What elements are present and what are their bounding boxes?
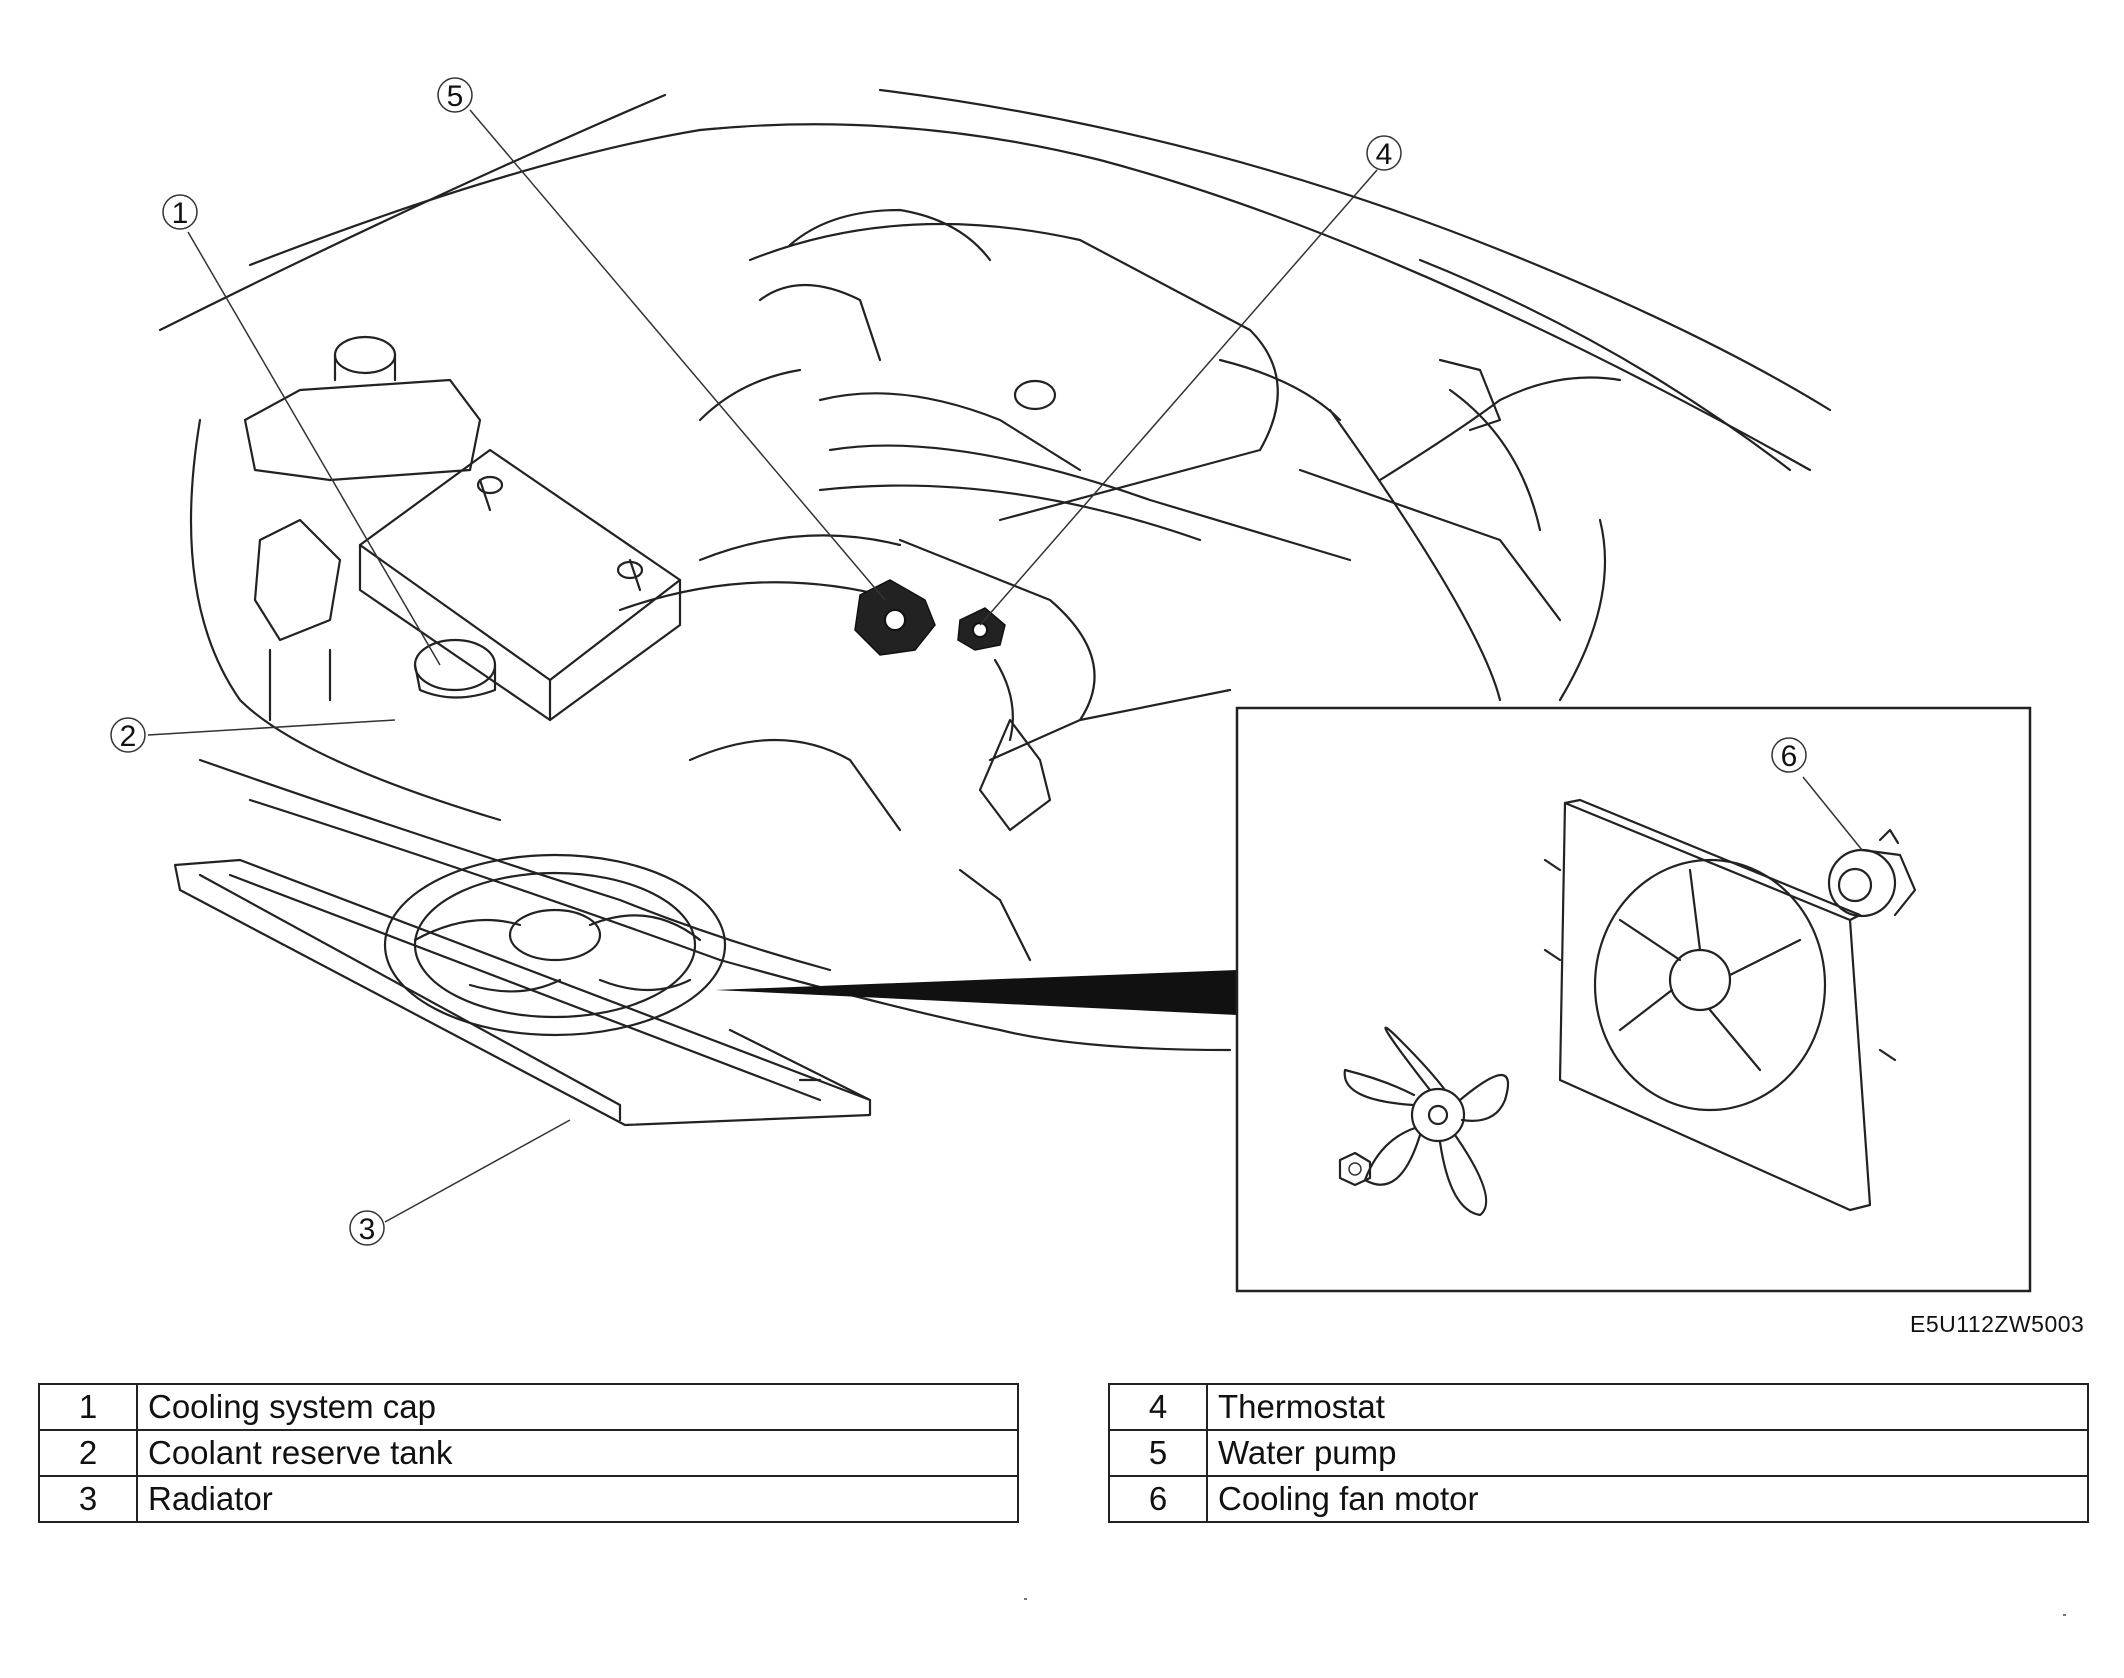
legend-label: Water pump: [1206, 1429, 2089, 1477]
legend-number: 6: [1108, 1475, 1208, 1523]
legend-number: 2: [38, 1429, 138, 1477]
callout-3: 3: [349, 1210, 385, 1246]
vehicle-body-outline: [158, 88, 1832, 1052]
legend-number: 5: [1108, 1429, 1208, 1477]
callout-4: 4: [1366, 135, 1402, 171]
legend-table-right: 4 Thermostat 5 Water pump 6 Cooling fan …: [1108, 1383, 2089, 1523]
engine-bay-diagram: 1 2 3 4 5 6: [110, 77, 2032, 1293]
figure-code: E5U112ZW5003: [1910, 1311, 2085, 1337]
thermostat-part: [957, 607, 1014, 742]
legend-row: 6 Cooling fan motor: [1108, 1475, 2089, 1523]
callout-5: 5: [437, 77, 473, 113]
scan-speck: [1024, 1598, 1027, 1600]
radiator-assembly: [173, 853, 872, 1127]
svg-text:5: 5: [447, 80, 464, 113]
svg-text:4: 4: [1376, 138, 1393, 171]
battery-and-tank-area: [243, 335, 682, 722]
legend-row: 2 Coolant reserve tank: [38, 1429, 1019, 1477]
detail-inset: [1235, 706, 2032, 1293]
legend-row: 5 Water pump: [1108, 1429, 2089, 1477]
svg-text:3: 3: [359, 1213, 376, 1246]
svg-text:1: 1: [172, 197, 189, 230]
leader-lines: [147, 109, 1863, 1223]
legend-label: Thermostat: [1206, 1383, 2089, 1431]
callout-6: 6: [1771, 737, 1807, 773]
engine-block: [618, 208, 1622, 962]
legend-number: 1: [38, 1383, 138, 1431]
callout-1: 1: [162, 194, 198, 230]
svg-text:2: 2: [120, 720, 137, 753]
legend-label: Cooling fan motor: [1206, 1475, 2089, 1523]
scan-speck: [2063, 1614, 2066, 1616]
legend-number: 4: [1108, 1383, 1208, 1431]
legend-row: 1 Cooling system cap: [38, 1383, 1019, 1431]
legend-row: 4 Thermostat: [1108, 1383, 2089, 1431]
legend-row: 3 Radiator: [38, 1475, 1019, 1523]
legend-label: Cooling system cap: [136, 1383, 1019, 1431]
legend-number: 3: [38, 1475, 138, 1523]
legend-label: Radiator: [136, 1475, 1019, 1523]
callout-2: 2: [110, 717, 146, 753]
detail-pointer-wedge: [715, 970, 1237, 1015]
water-pump-part: [854, 579, 936, 656]
svg-text:6: 6: [1781, 740, 1798, 773]
legend-table-left: 1 Cooling system cap 2 Coolant reserve t…: [38, 1383, 1019, 1523]
legend-label: Coolant reserve tank: [136, 1429, 1019, 1477]
